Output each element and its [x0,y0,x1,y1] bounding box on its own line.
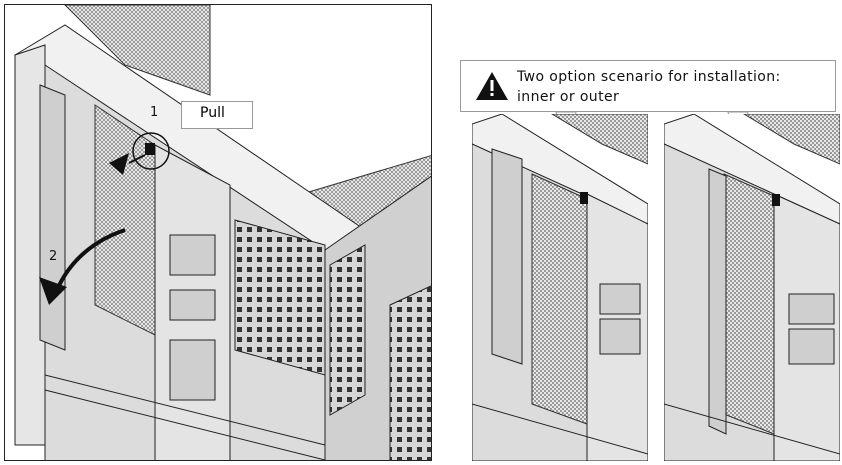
note-line-2: inner or outer [517,89,620,105]
installation-note-text: Two option scenario for installation: in… [517,67,781,107]
note-line-1: Two option scenario for installation: [517,69,781,85]
inner-option-illustration [472,114,648,461]
case-side-illustration [14,5,431,460]
left-illustration-panel: Pull 1 2 [4,4,432,461]
step-number-1: 1 [150,105,159,120]
inner-mount-illustration [472,114,648,461]
outer-mount-illustration [664,114,840,461]
outer-option-illustration [664,114,840,461]
pull-label: Pull [200,105,225,121]
step-number-2: 2 [49,249,58,264]
pull-callout-box: Pull [181,101,253,129]
installation-note-box: Two option scenario for installation: in… [460,60,836,112]
warning-icon [476,72,508,100]
